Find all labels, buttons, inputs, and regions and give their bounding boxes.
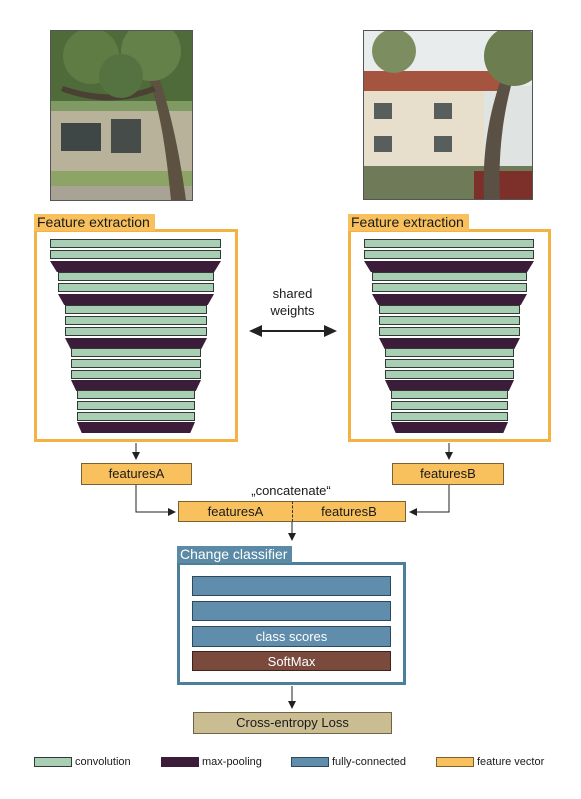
conv-layer: [379, 327, 520, 336]
class-scores-layer: class scores: [192, 626, 391, 647]
legend-label-max-pooling: max-pooling: [202, 756, 262, 768]
fc-layer-2: [192, 601, 391, 621]
conv-layer: [58, 283, 214, 292]
conv-layer: [65, 316, 207, 325]
conv-layer: [50, 239, 221, 248]
conv-layer: [372, 272, 527, 281]
conv-layer: [372, 283, 527, 292]
conv-layer: [391, 401, 508, 410]
conv-layer: [379, 316, 520, 325]
conv-layer: [379, 305, 520, 314]
conv-layer: [385, 359, 514, 368]
conv-layer: [385, 370, 514, 379]
shared-weights-line2: weights: [270, 303, 315, 318]
street-photo-right-image: [364, 31, 532, 199]
shared-weights-label: shared weights: [250, 285, 335, 319]
conv-layer: [65, 327, 207, 336]
street-photo-left: [50, 30, 193, 201]
street-photo-right: [363, 30, 533, 200]
maxpool-layer: [50, 261, 221, 272]
maxpool-layer: [385, 380, 514, 391]
feature-extraction-title-left: Feature extraction: [34, 214, 155, 231]
concat-part-featuresB: featuresB: [292, 501, 406, 522]
conv-layer: [71, 348, 201, 357]
legend-label-convolution: convolution: [75, 756, 131, 768]
feature-extraction-title-right: Feature extraction: [348, 214, 469, 231]
fc-layer-1: [192, 576, 391, 596]
conv-layer: [364, 250, 534, 259]
conv-layer: [50, 250, 221, 259]
maxpool-layer: [58, 294, 214, 305]
maxpool-layer: [379, 338, 520, 349]
conv-layer: [71, 370, 201, 379]
concatenate-label: „concatenate“: [251, 483, 331, 498]
conv-layer: [65, 305, 207, 314]
maxpool-layer: [71, 380, 201, 391]
conv-layer: [364, 239, 534, 248]
legend-label-feature-vector: feature vector: [477, 756, 545, 768]
change-classifier-title: Change classifier: [177, 546, 293, 563]
legend-swatch-fully-connected: [291, 757, 329, 767]
conv-layer: [391, 412, 508, 421]
legend-swatch-convolution: [34, 757, 72, 767]
maxpool-layer: [364, 261, 534, 272]
street-photo-left-image: [51, 31, 192, 200]
maxpool-layer: [372, 294, 527, 305]
cross-entropy-loss-box: Cross-entropy Loss: [193, 712, 392, 734]
concat-part-featuresA: featuresA: [178, 501, 292, 522]
conv-layer: [58, 272, 214, 281]
conv-layer: [385, 348, 514, 357]
legend-swatch-feature-vector: [436, 757, 474, 767]
featuresB-box: featuresB: [392, 463, 504, 485]
conv-layer: [77, 412, 195, 421]
shared-weights-double-arrow: [249, 325, 337, 337]
conv-layer: [71, 359, 201, 368]
legend-label-fully-connected: fully-connected: [332, 756, 406, 768]
arrow-featuresB-to-concat: [409, 484, 450, 516]
legend-swatch-max-pooling: [161, 757, 199, 767]
maxpool-layer: [391, 422, 508, 433]
featuresA-box: featuresA: [81, 463, 192, 485]
maxpool-layer: [77, 422, 195, 433]
concatenated-vector: featuresA featuresB: [178, 501, 406, 522]
conv-layer: [77, 401, 195, 410]
arrow-featuresA-to-concat: [135, 484, 176, 516]
shared-weights-line1: shared: [272, 286, 313, 301]
conv-layer: [77, 390, 195, 399]
maxpool-layer: [65, 338, 207, 349]
softmax-layer: SoftMax: [192, 651, 391, 671]
conv-layer: [391, 390, 508, 399]
